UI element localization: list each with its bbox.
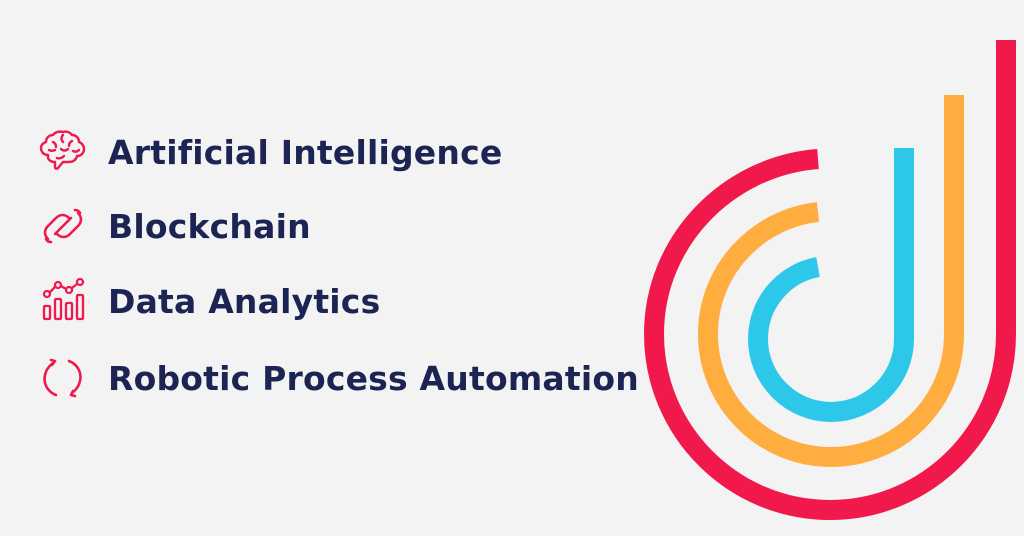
chain-link-icon — [38, 201, 88, 251]
topic-label: Robotic Process Automation — [108, 358, 639, 398]
logo-middle-stroke — [697, 95, 964, 468]
brand-logo-graphic — [643, 40, 1016, 521]
analytics-chart-icon — [38, 276, 88, 326]
topic-label: Blockchain — [108, 206, 311, 246]
topic-item-robotic-process-automation: Robotic Process Automation — [38, 352, 639, 404]
logo-outer-stroke — [643, 40, 1016, 521]
topic-item-data-analytics: Data Analytics — [38, 275, 638, 327]
topic-label: Data Analytics — [108, 281, 381, 321]
logo-inner-stroke — [747, 148, 914, 423]
topic-item-artificial-intelligence: Artificial Intelligence — [38, 126, 638, 178]
topic-item-blockchain: Blockchain — [38, 200, 638, 252]
topic-label: Artificial Intelligence — [108, 132, 503, 172]
brand-logo — [620, 38, 1016, 521]
brain-icon — [38, 127, 88, 177]
refresh-arrows-icon — [38, 353, 88, 403]
